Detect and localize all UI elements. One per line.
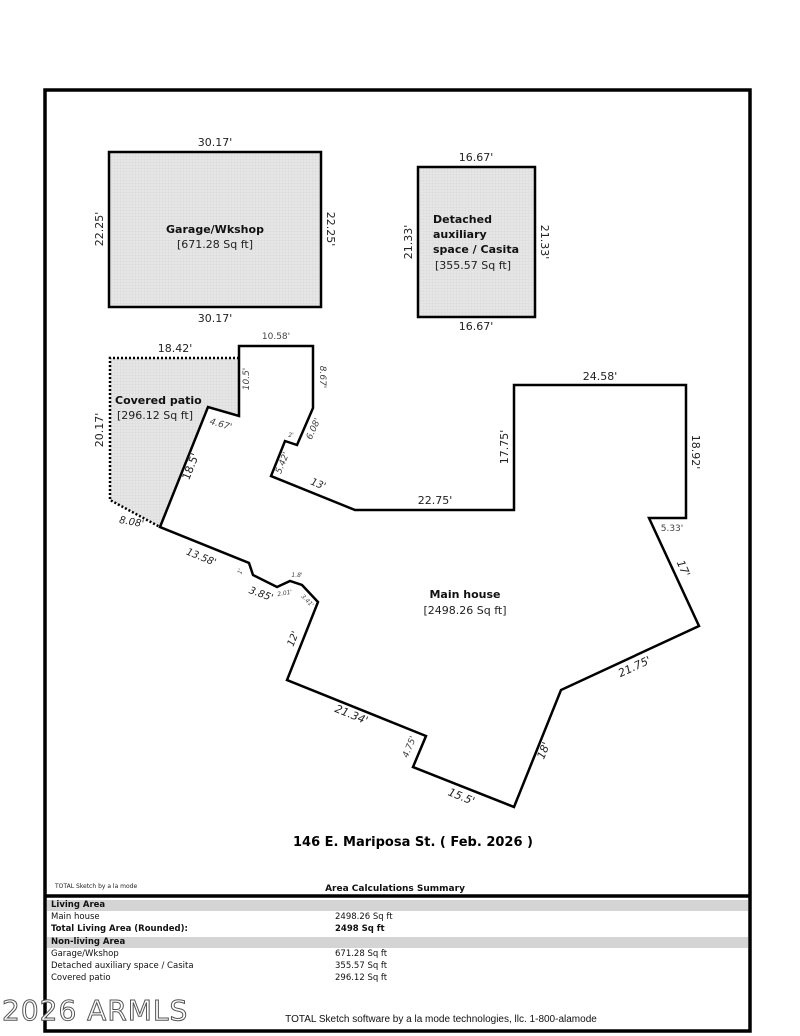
dim-label: 21.33' (538, 225, 551, 260)
main-house: 10.58' 10.5' 8.67' 6.08' 2' 5.42' 13' 22… (158, 332, 702, 809)
dim-label: 22.75' (418, 494, 453, 507)
table-row: Non-living Area (47, 937, 748, 948)
dim-label: 22.25' (324, 212, 337, 247)
room-area: [2498.26 Sq ft] (423, 604, 506, 617)
dim-label: 12' (286, 630, 302, 648)
row-label: Main house (51, 912, 100, 922)
dim-label: 5.42' (274, 451, 292, 476)
room-area: [296.12 Sq ft] (117, 409, 193, 422)
dim-label: 18.92' (689, 435, 702, 470)
dim-label: 24.58' (583, 370, 618, 383)
software-credit-small: TOTAL Sketch by a la mode (54, 883, 137, 890)
room-name: Covered patio (115, 394, 202, 407)
row-label: Garage/Wkshop (51, 949, 119, 959)
room-name: Garage/Wkshop (166, 223, 264, 236)
room-name: space / Casita (433, 243, 519, 256)
dim-label: 10.5' (242, 368, 252, 391)
dim-label: 8.08' (118, 515, 145, 530)
row-value: 355.57 Sq ft (335, 961, 388, 971)
room-name: Detached (433, 213, 492, 226)
row-value: 2498.26 Sq ft (335, 912, 393, 922)
room-name: Main house (429, 588, 500, 601)
dim-label: 16.67' (459, 320, 494, 333)
dim-label: 18' (535, 740, 553, 761)
dim-label: 21.75' (616, 654, 653, 680)
dim-label: 1.8' (291, 572, 303, 579)
dim-label: 17' (674, 558, 693, 579)
dim-label: 15.5' (446, 786, 476, 808)
room-area: [355.57 Sq ft] (435, 259, 511, 272)
dim-label: 3.85' (247, 585, 274, 604)
dim-label: 13.58' (184, 547, 217, 569)
dim-label: 2.01' (277, 589, 293, 599)
summary-heading: Area Calculations Summary (325, 884, 465, 894)
dim-label: 16.67' (459, 151, 494, 164)
dim-label: 2' (288, 432, 294, 439)
table-row: Living Area (47, 900, 748, 911)
dim-label: 21.33' (402, 225, 415, 260)
casita-room: 16.67' 16.67' 21.33' 21.33' Detached aux… (402, 151, 551, 333)
row-value: 296.12 Sq ft (335, 973, 388, 983)
dim-label: 13' (309, 477, 327, 493)
footer-credit: TOTAL Sketch software by a la mode techn… (285, 1014, 597, 1025)
table-row: Garage/Wkshop 671.28 Sq ft (47, 949, 748, 960)
dim-label: 30.17' (198, 136, 233, 149)
dim-label: 30.17' (198, 312, 233, 325)
row-label: Total Living Area (Rounded): (51, 924, 188, 934)
row-label: Living Area (51, 900, 106, 910)
table-row: Detached auxiliary space / Casita 355.57 … (47, 961, 748, 972)
page-title: 146 E. Mariposa St. ( Feb. 2026 ) (293, 835, 533, 850)
row-label: Detached auxiliary space / Casita (51, 961, 194, 971)
dim-label: 10.58' (262, 332, 290, 342)
dim-label: 1' (236, 567, 245, 575)
dim-label: 5.33' (661, 524, 684, 534)
dim-label: 17.75' (498, 430, 511, 465)
table-row: Main house 2498.26 Sq ft (47, 912, 748, 923)
watermark: 2026 ARMLS (1, 994, 189, 1027)
garage-room: 30.17' 30.17' 22.25' 22.25' Garage/Wksho… (93, 136, 337, 325)
row-value: 2498 Sq ft (335, 924, 385, 934)
row-label: Non-living Area (51, 937, 126, 947)
row-label: Covered patio (51, 973, 111, 983)
dim-label: 18.42' (158, 342, 193, 355)
table-row: Total Living Area (Rounded): 2498 Sq ft (47, 924, 748, 935)
table-row: Covered patio 296.12 Sq ft (47, 973, 748, 984)
room-name: auxiliary (433, 228, 487, 241)
dim-label: 20.17' (93, 413, 106, 448)
patio-room: 18.42' 20.17' 8.08' Covered patio [296.1… (93, 342, 239, 530)
dim-label: 4.67' (208, 417, 232, 433)
dim-label: 22.25' (93, 212, 106, 247)
dim-label: 8.67' (317, 366, 327, 389)
page-frame (43, 88, 752, 1033)
row-value: 671.28 Sq ft (335, 949, 388, 959)
room-area: [671.28 Sq ft] (177, 238, 253, 251)
